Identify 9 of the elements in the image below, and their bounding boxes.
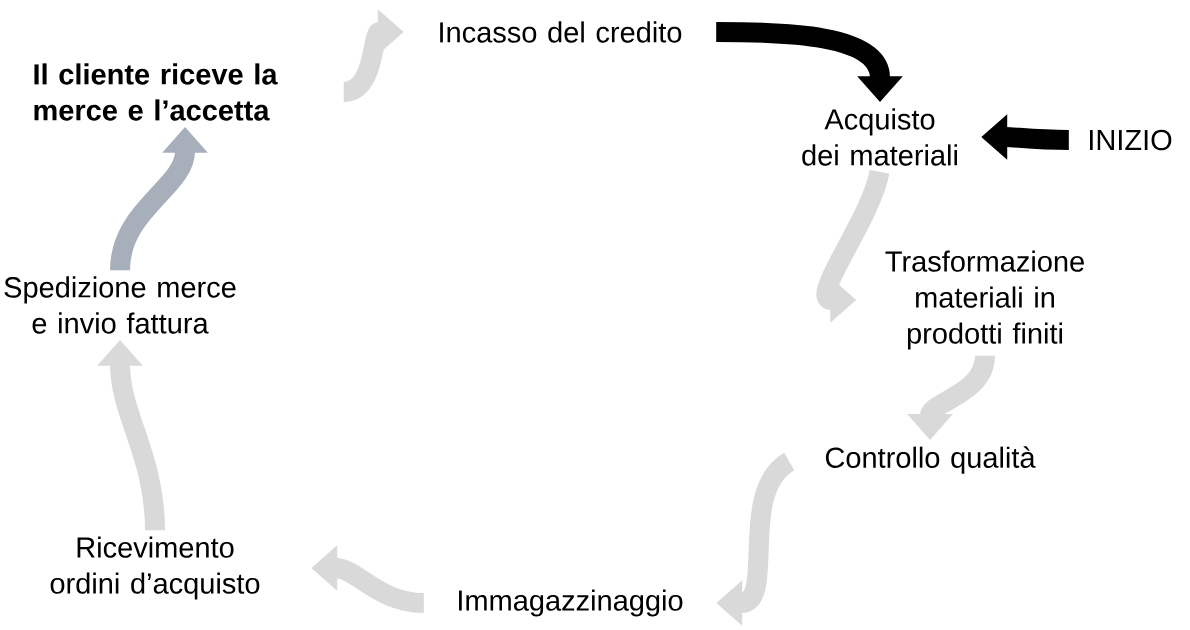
step-label: Controllo qualità [825,446,1036,474]
step-label: Immagazzinaggio [459,589,683,617]
step-label: Il cliente riceve la merce e l’accetta [34,63,278,121]
step-label: Trasformazione materiali in prodotti finiti [885,250,1084,350]
step-label: Incasso del credito [440,21,682,43]
step-label: Spedizione merce e invio fattura [4,276,236,334]
step-label: INIZIO [1090,129,1172,151]
step-label: Ricevimento ordini d’acquisto [50,536,260,600]
step-label: Acquisto dei materiali [802,108,957,166]
